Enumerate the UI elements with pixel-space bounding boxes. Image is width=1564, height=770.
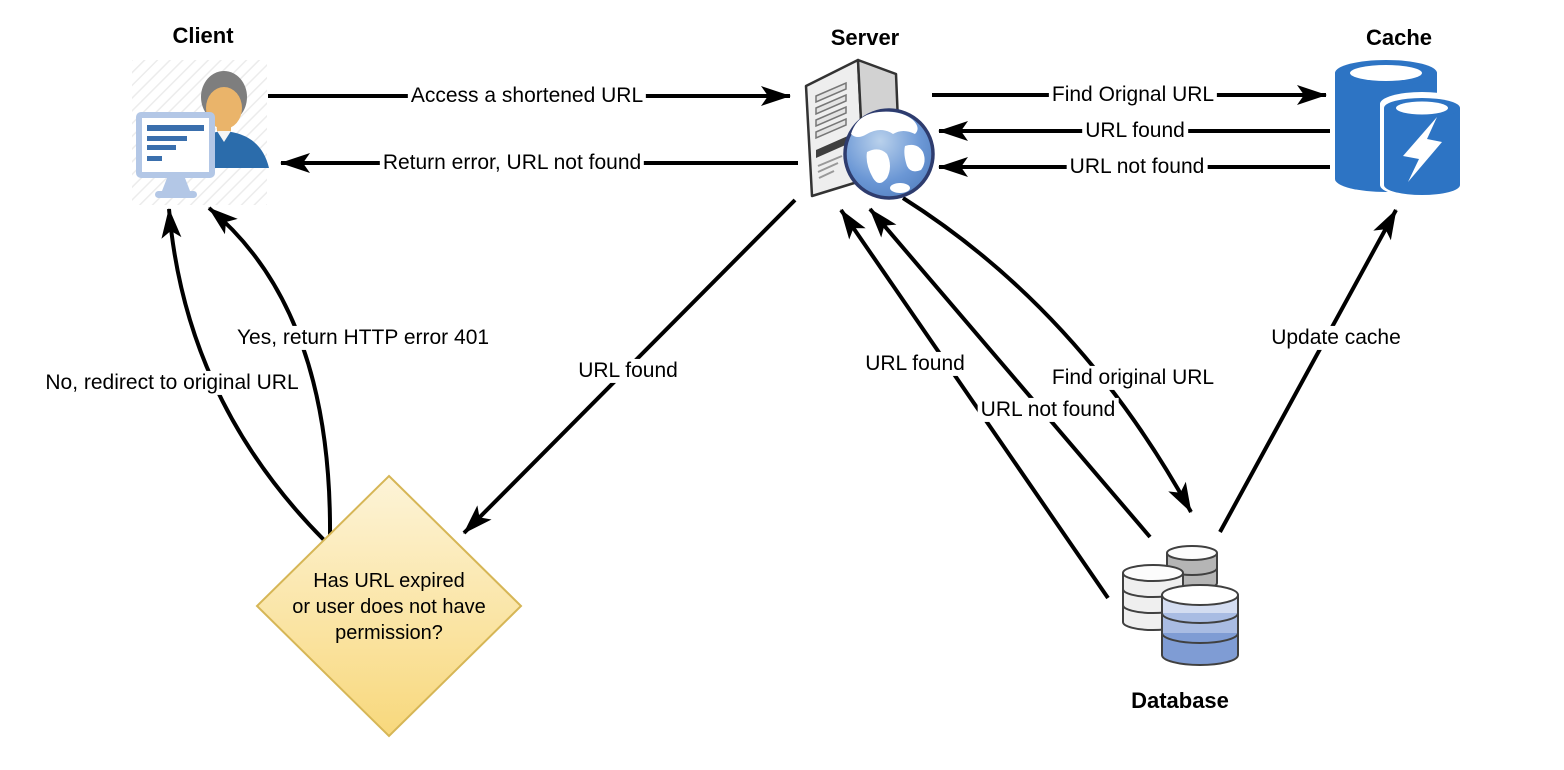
edge-label-access-shortened-url: Access a shortened URL: [407, 83, 647, 109]
cache-icon: [1335, 60, 1464, 197]
edge-label-cache-url-found: URL found: [1082, 118, 1188, 144]
person-neck: [217, 124, 231, 135]
database-icon: [1122, 545, 1239, 666]
lightning-bolt-icon: [1403, 117, 1442, 182]
monitor-base: [155, 191, 197, 198]
screen-text-line: [147, 156, 162, 161]
database-title: Database: [1131, 688, 1229, 713]
server-title: Server: [830, 25, 900, 50]
edge-label-no-redirect: No, redirect to original URL: [42, 370, 302, 396]
globe-continents: [851, 111, 925, 193]
arrow-server-to-database: [901, 196, 1193, 513]
screen-text-line: [147, 125, 204, 131]
decision-text-line: Has URL expired: [313, 570, 465, 592]
client-title: Client: [172, 23, 234, 48]
arrow-database-to-cache: [1218, 209, 1398, 533]
edge-label-cache-url-not-found: URL not found: [1066, 154, 1208, 180]
cache-back-cylinder-top: [1350, 65, 1422, 81]
arrow-database-to-server-found: [839, 208, 1110, 600]
server-drive-bay: [816, 135, 850, 158]
decision-text-line: permission?: [335, 622, 443, 644]
monitor-stand: [162, 178, 190, 191]
client-icon: [132, 60, 269, 205]
edge-label-find-orignal-url: Find Orignal URL: [1048, 82, 1218, 108]
cache-front-cylinder-top: [1396, 101, 1448, 115]
decision-text-line: or user does not have: [292, 596, 486, 618]
decision-diamond-text: Has URL expired or user does not have pe…: [292, 568, 485, 646]
edge-label-yes-http-401: Yes, return HTTP error 401: [233, 325, 493, 351]
arrow-database-to-server-not-found: [868, 207, 1152, 539]
edge-label-update-cache: Update cache: [1268, 325, 1404, 351]
edge-label-db-url-not-found: URL not found: [977, 397, 1119, 423]
server-vents: [817, 155, 843, 179]
edge-label-find-original-url: Find original URL: [1048, 365, 1218, 391]
cache-title: Cache: [1365, 25, 1433, 50]
edge-label-db-url-found: URL found: [862, 351, 968, 377]
screen-text-line: [147, 136, 187, 141]
edge-label-return-error: Return error, URL not found: [379, 150, 645, 176]
server-slots: [815, 81, 847, 140]
edge-label-decision-url-found: URL found: [575, 358, 681, 384]
server-icon: [804, 58, 935, 200]
person-collar: [217, 131, 231, 142]
db-front-blue-cylinder: [1161, 584, 1239, 666]
decision-diamond: [255, 474, 523, 738]
screen-text-line: [147, 145, 176, 150]
